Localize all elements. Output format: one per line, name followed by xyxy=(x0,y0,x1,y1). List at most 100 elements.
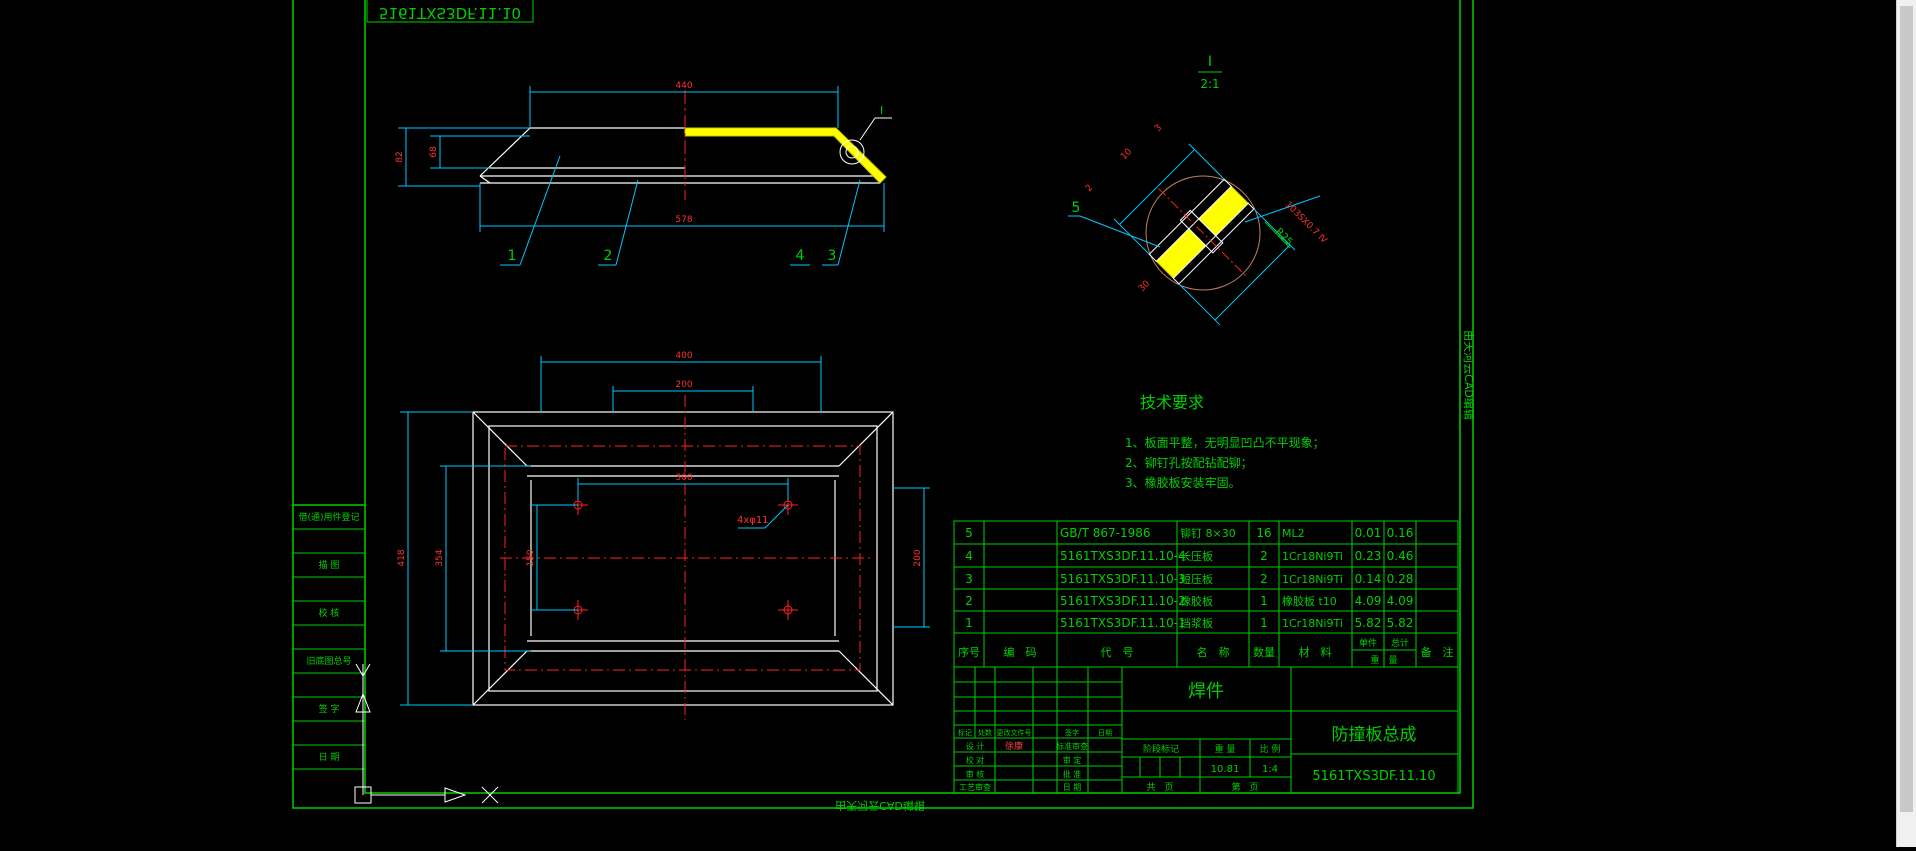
detail-r25: R25 xyxy=(1273,226,1295,248)
weight-value: 10.81 xyxy=(1211,764,1240,775)
bom-cell-ref: 5161TXS3DF.11.10-3 xyxy=(1060,572,1186,586)
bom-cell-ref: GB/T 867-1986 xyxy=(1060,526,1151,540)
bom-cell-name: 铆钉 8×30 xyxy=(1180,526,1236,540)
bom-cell-unit: 0.23 xyxy=(1355,549,1382,563)
mirrored-code-text: 5161TXS3DF.11.10 xyxy=(379,4,521,22)
detail-dim-2: 2 xyxy=(1084,183,1095,194)
bom-cell-material: 橡胶板 t10 xyxy=(1282,594,1337,608)
bom-cell-total: 0.46 xyxy=(1387,549,1414,563)
bom-cell-unit: 5.82 xyxy=(1355,616,1382,630)
bom-cell-no: 1 xyxy=(965,616,973,630)
dim-300: 300 xyxy=(675,473,692,483)
dim-418: 418 xyxy=(397,549,407,566)
bom-header-no: 序号 xyxy=(958,645,980,659)
detail-dim-10: 10 xyxy=(1119,147,1134,162)
role-date: 日 期 xyxy=(1063,783,1082,792)
balloon-1: 1 xyxy=(508,248,517,264)
left-strip-label-5: 签 字 xyxy=(319,703,340,715)
role-authorize: 批 准 xyxy=(1063,769,1082,779)
bom-cell-total: 4.09 xyxy=(1387,594,1414,608)
bom-cell-material: ML2 xyxy=(1282,527,1305,540)
bom-cell-name: 长压板 xyxy=(1180,549,1213,563)
bom-cell-no: 2 xyxy=(965,594,973,608)
bom-cell-ref: 5161TXS3DF.11.10-4 xyxy=(1060,549,1186,563)
left-strip-label-2: 描 图 xyxy=(319,559,340,571)
tech-req-item-3: 3、橡胶板安装牢固。 xyxy=(1125,475,1241,490)
dim-400: 400 xyxy=(675,351,692,361)
left-strip-label-4: 旧底图总号 xyxy=(306,655,351,667)
drawing-frame xyxy=(292,0,1474,809)
balloon-3: 3 xyxy=(828,248,837,264)
tech-req-item-1: 1、板面平整，无明显凹凸不平现象； xyxy=(1125,435,1325,450)
left-strip-table xyxy=(293,504,365,770)
bom-cell-ref: 5161TXS3DF.11.10-2 xyxy=(1060,594,1186,608)
bom-header-name: 名 称 xyxy=(1197,645,1230,659)
rev-header-sign: 签字 xyxy=(1065,728,1079,737)
bom-cell-material: 1Cr18Ni9Ti xyxy=(1282,550,1343,563)
designer-signature: 徐康 xyxy=(1005,740,1023,752)
bom-header-unit: 单件 xyxy=(1359,637,1377,649)
role-check: 校 对 xyxy=(966,755,985,765)
bom-header-code: 编 码 xyxy=(1004,645,1037,659)
mirrored-code-box: 5161TXS3DF.11.10 xyxy=(366,0,534,23)
bottom-watermark: 由天河云CAD编辑 xyxy=(835,799,925,813)
bom-cell-ref: 5161TXS3DF.11.10-1 xyxy=(1060,616,1186,630)
sheets-total: 共 页 xyxy=(1146,782,1173,793)
bom-cell-unit: 0.01 xyxy=(1355,526,1382,540)
plan-view: 400 200 300 418 354 150 200 4xφ11 xyxy=(397,351,930,720)
front-section-hatch xyxy=(684,127,887,184)
bom-cell-no: 4 xyxy=(965,549,973,563)
role-standard: 标准审查 xyxy=(1056,741,1088,751)
hole-note: 4xφ11 xyxy=(737,515,769,526)
dim-150: 150 xyxy=(526,549,536,566)
bom-cell-name: 短压板 xyxy=(1180,572,1213,586)
bom-header: 序号 编 码 代 号 名 称 数量 材 料 单件 总计 重 量 备 注 xyxy=(958,637,1454,666)
bom-cell-qty: 2 xyxy=(1260,572,1268,586)
dim-200-right: 200 xyxy=(913,549,923,566)
detail-scale: 2:1 xyxy=(1200,77,1219,91)
bom-cell-name: 橡胶板 xyxy=(1180,594,1213,608)
bom-cell-total: 0.16 xyxy=(1387,526,1414,540)
bom-cell-name: 挡浆板 xyxy=(1180,616,1213,630)
technical-requirements: 技术要求 1、板面平整，无明显凹凸不平现象； 2、铆钉孔按配钻配铆； 3、橡胶板… xyxy=(1125,393,1325,490)
bom-header-qty: 数量 xyxy=(1253,646,1275,659)
rev-header-count: 处数 xyxy=(978,728,992,737)
weight-label: 重 量 xyxy=(1215,743,1236,755)
weld-type: 焊件 xyxy=(1188,681,1224,702)
scrollbar-thumb[interactable] xyxy=(1900,6,1913,812)
bom-table xyxy=(953,520,1459,668)
detail-dim-30: 30 xyxy=(1137,279,1152,294)
left-strip-label-1: 借(通)用件登记 xyxy=(298,511,359,523)
tech-req-item-2: 2、铆钉孔按配钻配铆； xyxy=(1125,455,1253,470)
detail-label: I xyxy=(1208,54,1212,70)
detail-dim-3: 3 xyxy=(1153,123,1164,134)
role-review: 审 核 xyxy=(966,769,985,779)
bom-cell-unit: 0.14 xyxy=(1355,572,1382,586)
detail-mark-label: I xyxy=(880,104,883,117)
vertical-scrollbar[interactable] xyxy=(1896,0,1916,847)
bom-cell-qty: 2 xyxy=(1260,549,1268,563)
bom-cell-total: 5.82 xyxy=(1387,616,1414,630)
title-block-text: 焊件 防撞板总成 5161TXS3DF.11.10 阶段标记 重 量 比 例 1… xyxy=(958,681,1436,793)
balloon-4: 4 xyxy=(796,248,805,264)
bom-cell-qty: 1 xyxy=(1260,594,1268,608)
tech-req-title: 技术要求 xyxy=(1140,393,1204,412)
dim-200-top: 200 xyxy=(675,380,692,390)
ucs-icon xyxy=(354,663,499,804)
drawing-title: 防撞板总成 xyxy=(1332,725,1417,745)
bom-header-total: 总计 xyxy=(1391,637,1409,649)
dim-82: 82 xyxy=(395,151,405,162)
scale-label: 比 例 xyxy=(1260,743,1281,755)
sheet-number: 第 页 xyxy=(1231,781,1258,793)
rev-header-date: 日期 xyxy=(1098,729,1112,737)
bom-header-note: 备 注 xyxy=(1421,645,1454,659)
detail-view: I 2:1 5 3 10 2 30 103SX0.7 Ⅳ xyxy=(1068,54,1329,326)
bom-cell-qty: 16 xyxy=(1256,526,1271,540)
rev-header-mark: 标记 xyxy=(958,728,972,737)
front-view: I 440 578 82 68 xyxy=(395,81,892,266)
bom-header-weight: 重 量 xyxy=(1370,654,1397,666)
bom-cell-material: 1Cr18Ni9Ti xyxy=(1282,573,1343,586)
dim-440: 440 xyxy=(675,81,692,91)
